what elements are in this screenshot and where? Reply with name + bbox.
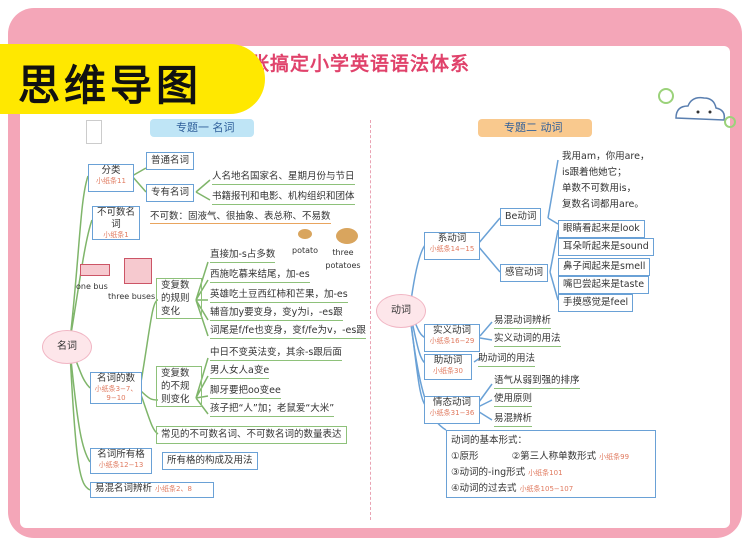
- node-modal-verb-ref: 小纸条31−36: [425, 409, 479, 418]
- node-confusing-nouns-label: 易混名词辨析: [95, 483, 152, 494]
- node-noun-number-ref: 小纸条3−7、9−10: [91, 385, 141, 403]
- node-regular-plural: 变复数的规则变化: [156, 278, 202, 319]
- node-uncountable-quantity: 常见的不可数名词、不可数名词的数量表达: [156, 426, 347, 444]
- node-modal-verb: 情态动词 小纸条31−36: [424, 396, 480, 424]
- node-modal-verb-label: 情态动词: [425, 397, 479, 409]
- proper-item-1: 人名地名国家名、星期月份与节日: [212, 170, 355, 185]
- regular-item-1: 直接加-s占多数: [210, 248, 275, 263]
- node-confusing-nouns-ref: 小纸条2、8: [155, 485, 192, 493]
- verb-form-1: ①原形: [451, 451, 479, 462]
- verb-form-2: ②第三人称单数形式: [512, 451, 597, 462]
- sense-item-5: 手摸感觉是feel: [558, 294, 633, 312]
- potato-image: [298, 229, 312, 239]
- node-common-noun: 普通名词: [146, 152, 194, 170]
- be-item-1: 我用am，你用are，: [562, 150, 649, 163]
- node-irregular-plural: 变复数的不规则变化: [156, 366, 202, 407]
- node-linking-verb-ref: 小纸条14−15: [425, 245, 479, 254]
- verb-forms-row-4: ④动词的过去式 小纸条105−107: [451, 481, 651, 497]
- node-uncountable-label: 不可数名词: [93, 207, 139, 231]
- root-node-verb: 动词: [376, 294, 426, 328]
- be-item-4: 复数名词都用are。: [562, 198, 644, 211]
- node-sense-verb: 感官动词: [500, 264, 548, 282]
- node-possessive-label: 名词所有格: [91, 449, 151, 461]
- buses-image: [124, 258, 152, 284]
- node-classify: 分类 小纸条11: [88, 164, 134, 192]
- possessive-desc: 所有格的构成及用法: [162, 452, 258, 470]
- bus-image: [80, 264, 110, 276]
- node-classify-label: 分类: [89, 165, 133, 177]
- regular-item-5: 词尾是f/fe也变身，变f/fe为v，-es跟: [210, 324, 366, 339]
- node-be-verb: Be动词: [500, 208, 541, 226]
- regular-item-4: 辅音加y要变身，变y为i，-es跟: [210, 306, 343, 321]
- sense-item-2: 耳朵听起来是sound: [558, 238, 654, 256]
- topic-header-verbs: 专题二 动词: [478, 119, 592, 137]
- topic-header-nouns: 专题一 名词: [150, 119, 254, 137]
- proper-item-2: 书籍报刊和电影、机构组织和团体: [212, 190, 355, 205]
- pic-label-potato: potato: [292, 244, 318, 257]
- node-confusing-nouns: 易混名词辨析 小纸条2、8: [90, 482, 214, 498]
- sense-item-4: 嘴巴尝起来是taste: [558, 276, 649, 294]
- regular-item-2: 西施吃慕来结尾，加-es: [210, 268, 310, 283]
- pic-label-potatoes: three potatoes: [318, 246, 368, 272]
- verb-forms-row-1: ①原形 ②第三人称单数形式 小纸条99: [451, 449, 651, 465]
- node-proper-noun: 专有名词: [146, 184, 194, 202]
- node-linking-verb: 系动词 小纸条14−15: [424, 232, 480, 260]
- node-noun-number-label: 名词的数: [91, 373, 141, 385]
- verb-form-4: ④动词的过去式: [451, 483, 517, 494]
- verb-form-3-ref: 小纸条101: [528, 469, 562, 477]
- sense-item-3: 鼻子闻起来是smell: [558, 258, 650, 276]
- potatoes-image: [336, 228, 358, 244]
- node-main-verb-label: 实义动词: [425, 325, 479, 337]
- main-item-1: 易混动词辨析: [494, 314, 551, 329]
- verb-form-3: ③动词的-ing形式: [451, 467, 525, 478]
- node-uncountable: 不可数名词 小纸条1: [92, 206, 140, 240]
- pic-label-one-bus: one bus: [76, 280, 108, 293]
- node-aux-verb-label: 助动词: [425, 355, 471, 367]
- verb-forms-box: 动词的基本形式： ①原形 ②第三人称单数形式 小纸条99 ③动词的-ing形式 …: [446, 430, 656, 498]
- node-uncountable-ref: 小纸条1: [93, 231, 139, 240]
- uncountable-desc: 不可数：固液气、很抽象、表总称、不易数: [150, 210, 331, 224]
- verb-forms-title: 动词的基本形式：: [451, 433, 651, 449]
- verb-forms-row-3: ③动词的-ing形式 小纸条101: [451, 465, 651, 481]
- main-item-2: 实义动词的用法: [494, 332, 561, 347]
- root-node-noun: 名词: [42, 330, 92, 364]
- irregular-item-3: 脚牙要把oo变ee: [210, 384, 281, 399]
- be-item-2: is跟着他她它；: [562, 166, 627, 179]
- sense-item-1: 眼睛看起来是look: [558, 220, 645, 238]
- node-aux-verb-ref: 小纸条30: [425, 367, 471, 376]
- node-aux-verb: 助动词 小纸条30: [424, 354, 472, 380]
- irregular-item-1: 中日不变英法变，其余-s跟后面: [210, 346, 342, 361]
- be-item-3: 单数不可数用is，: [562, 182, 636, 195]
- node-noun-number: 名词的数 小纸条3−7、9−10: [90, 372, 142, 404]
- irregular-item-4: 孩子把“人”加；老鼠爱“大米”: [210, 402, 334, 417]
- irregular-item-2: 男人女人a变e: [210, 364, 269, 379]
- regular-item-3: 英雄吃土豆西红柿和芒果，加-es: [210, 288, 348, 303]
- modal-item-1: 语气从弱到强的排序: [494, 374, 580, 389]
- node-main-verb-ref: 小纸条16−29: [425, 337, 479, 346]
- verb-form-2-ref: 小纸条99: [599, 453, 629, 461]
- pic-label-three-buses: three buses: [108, 290, 155, 303]
- node-main-verb: 实义动词 小纸条16−29: [424, 324, 480, 352]
- modal-item-3: 易混辨析: [494, 412, 532, 427]
- sticky-note-icon: [86, 120, 102, 144]
- verb-form-4-ref: 小纸条105−107: [520, 485, 574, 493]
- aux-item: 助动词的用法: [478, 352, 535, 367]
- node-classify-ref: 小纸条11: [89, 177, 133, 186]
- node-possessive-ref: 小纸条12−13: [91, 461, 151, 470]
- node-linking-verb-label: 系动词: [425, 233, 479, 245]
- modal-item-2: 使用原则: [494, 392, 532, 407]
- node-possessive: 名词所有格 小纸条12−13: [90, 448, 152, 474]
